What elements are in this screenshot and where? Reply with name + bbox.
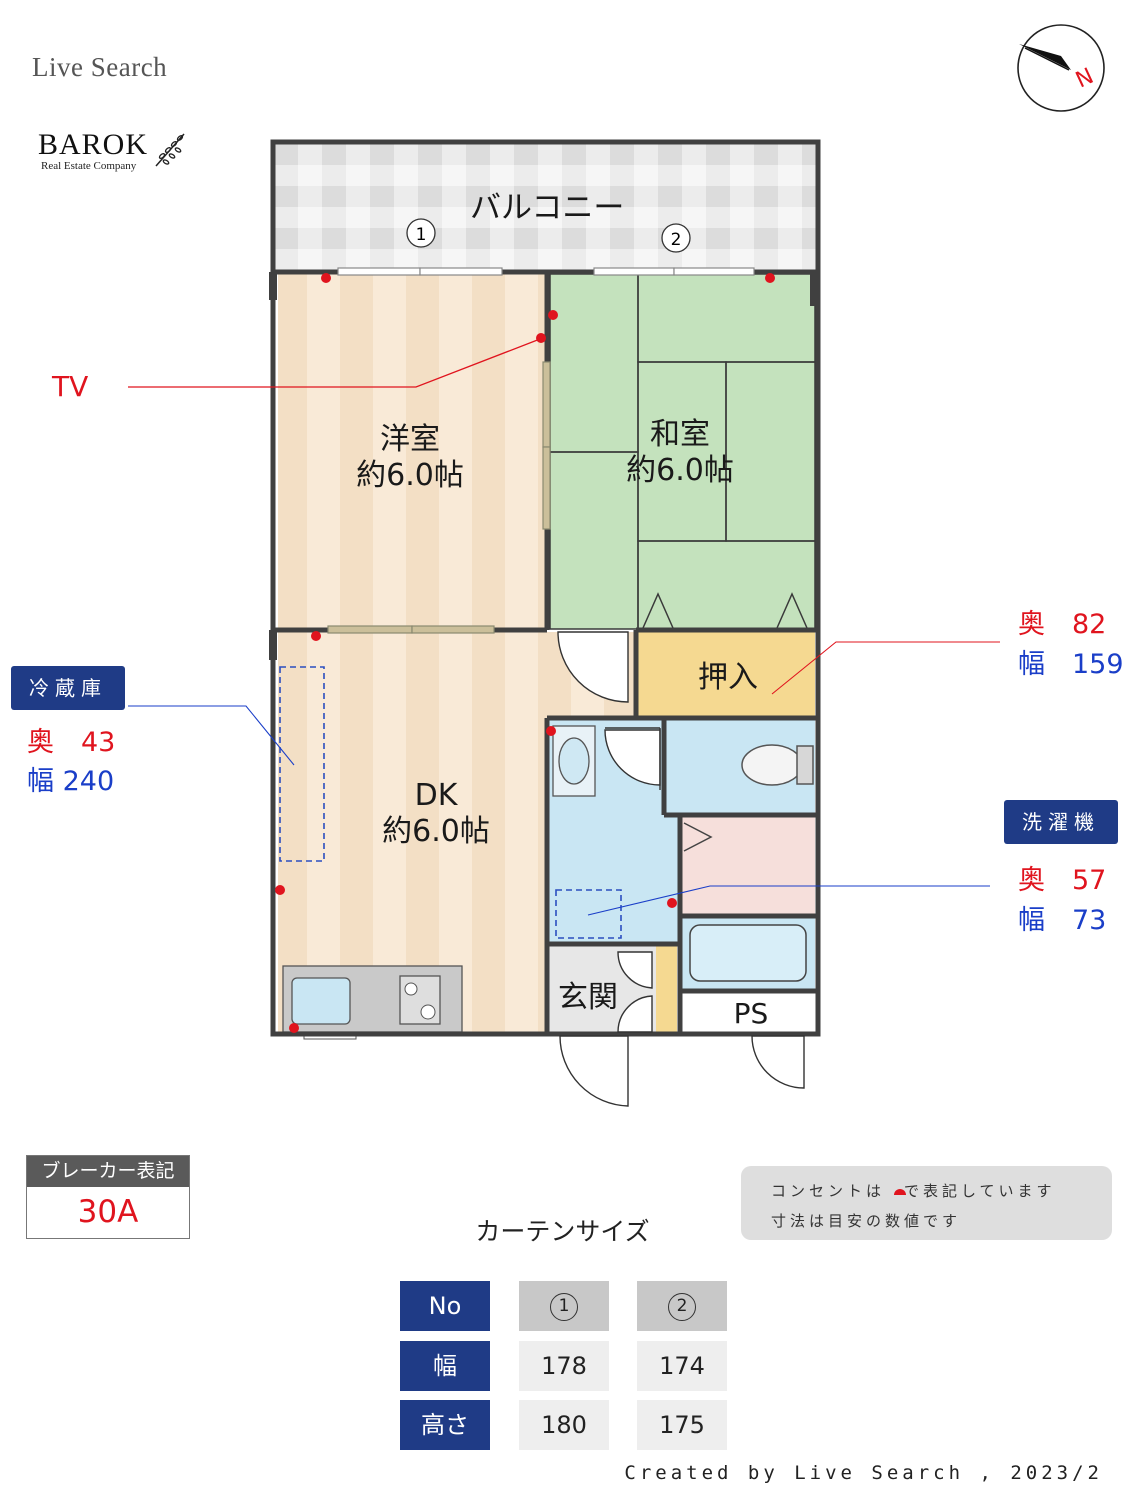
tatami-mats bbox=[549, 273, 816, 630]
closet-door-marks bbox=[642, 592, 808, 629]
compass-icon: N bbox=[1017, 24, 1105, 112]
dk-size: 約6.0帖 bbox=[382, 814, 490, 849]
curtain-1-height: 180 bbox=[519, 1400, 609, 1450]
shoe-box bbox=[656, 946, 677, 1032]
breaker-box: ブレーカー表記 30A bbox=[26, 1155, 190, 1239]
outlet-markers bbox=[275, 273, 775, 1033]
toilet-tank-icon bbox=[796, 745, 814, 785]
window-2-number: 2 bbox=[671, 230, 682, 250]
ps-space bbox=[681, 993, 815, 1031]
outlet-marker-icon bbox=[894, 1189, 906, 1195]
closet-width: 幅 159 bbox=[1018, 649, 1124, 680]
dk-name: DK bbox=[414, 778, 458, 813]
washer-tag: 洗濯機 bbox=[1004, 800, 1118, 844]
footer-credit: Created by Live Search , 2023/2 bbox=[624, 1462, 1103, 1484]
fridge-width: 幅 240 bbox=[27, 766, 115, 797]
closet-callout-line bbox=[771, 641, 1000, 695]
curtain-2-no: 2 bbox=[668, 1293, 696, 1321]
floor-plan: 1 2 bbox=[128, 139, 1000, 1107]
fridge-callout-line bbox=[128, 705, 295, 766]
washer-width: 幅 73 bbox=[1018, 905, 1107, 936]
window-1-number: 1 bbox=[416, 225, 427, 245]
japanese-room-name: 和室 bbox=[650, 417, 710, 452]
note-dimensions: 寸法は目安の数値です bbox=[771, 1212, 962, 1230]
tv-label: TV bbox=[52, 370, 89, 403]
curtain-size-title: カーテンサイズ bbox=[475, 1217, 650, 1246]
western-room-floor bbox=[278, 274, 546, 629]
stove-icon bbox=[399, 975, 441, 1025]
curtain-1-no: 1 bbox=[550, 1293, 578, 1321]
note-outlet: コンセントは で表記しています bbox=[771, 1182, 1056, 1200]
japanese-room-size: 約6.0帖 bbox=[626, 453, 734, 488]
closet-label: 押入 bbox=[698, 660, 758, 695]
toilet-bowl-icon bbox=[741, 744, 803, 786]
fridge-tag: 冷蔵庫 bbox=[11, 666, 125, 710]
brand-name: Live Search bbox=[32, 52, 168, 82]
curtain-2-no-cell: 2 bbox=[637, 1281, 727, 1331]
washer-depth: 奥 57 bbox=[1018, 865, 1107, 896]
curtain-2-height: 175 bbox=[637, 1400, 727, 1450]
breaker-title: ブレーカー表記 bbox=[27, 1156, 189, 1187]
washer-callout-line bbox=[587, 885, 990, 916]
row-label-no: No bbox=[400, 1281, 490, 1331]
breaker-value: 30A bbox=[77, 1194, 139, 1230]
row-label-height: 高さ bbox=[400, 1400, 490, 1450]
balcony-area bbox=[274, 144, 817, 271]
closet-depth: 奥 82 bbox=[1018, 609, 1107, 640]
curtain-1-width: 178 bbox=[519, 1341, 609, 1391]
washer-placement bbox=[555, 889, 622, 939]
leaf-icon bbox=[155, 133, 185, 167]
row-label-width: 幅 bbox=[400, 1341, 490, 1391]
fridge-placement bbox=[279, 666, 325, 862]
tv-callout-line bbox=[128, 338, 541, 388]
notes-box: コンセントは で表記しています 寸法は目安の数値です bbox=[741, 1166, 1112, 1240]
bathtub-icon bbox=[689, 924, 807, 982]
western-room-size: 約6.0帖 bbox=[356, 458, 464, 493]
fridge-depth: 奥 43 bbox=[27, 727, 116, 758]
company-logo: BAROK bbox=[38, 128, 149, 161]
kitchen-sink-icon bbox=[291, 977, 351, 1025]
ps-label: PS bbox=[733, 997, 769, 1030]
company-logo-subtitle: Real Estate Company bbox=[41, 160, 137, 172]
dk-floor bbox=[278, 632, 546, 1032]
curtain-2-width: 174 bbox=[637, 1341, 727, 1391]
entrance-label: 玄関 bbox=[558, 980, 618, 1015]
closet-floor bbox=[638, 632, 815, 716]
balcony-label: バルコニー bbox=[470, 190, 625, 226]
curtain-1-no-cell: 1 bbox=[519, 1281, 609, 1331]
western-room-name: 洋室 bbox=[380, 422, 440, 457]
